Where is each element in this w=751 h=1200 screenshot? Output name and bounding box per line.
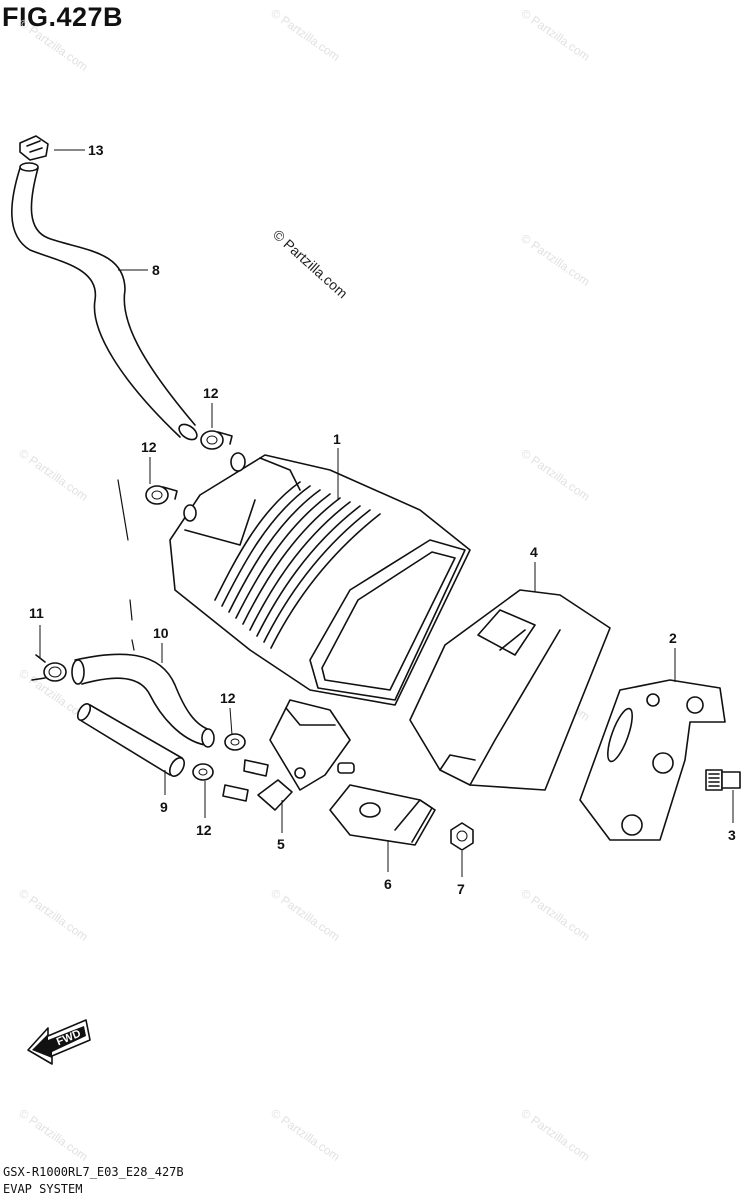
callout-6: 6 [384,876,392,892]
hose-10 [71,653,215,748]
callout-12-lower: 12 [196,822,212,838]
clip-12-lower [192,763,214,781]
callout-10: 10 [153,625,169,641]
callout-12-upper: 12 [203,385,219,401]
clip-12-upper [200,430,233,450]
nut-7 [450,822,474,851]
callout-13: 13 [88,142,104,158]
watermark: © Partzilla.com [518,231,592,289]
callout-4: 4 [530,544,538,560]
callout-7: 7 [457,881,465,897]
callout-12-mid: 12 [220,690,236,706]
clip-11 [31,654,67,682]
bracket-2 [579,679,726,841]
cover-4 [409,589,611,791]
callout-3: 3 [728,827,736,843]
watermark: © Partzilla.com [268,1106,342,1164]
system-name: EVAP SYSTEM [3,1182,83,1196]
purge-valve-5 [222,699,355,811]
hose-9 [76,703,186,777]
watermark: © Partzilla.com [16,446,90,504]
callout-11: 11 [29,605,44,621]
callout-8: 8 [152,262,160,278]
watermark: © Partzilla.com [518,6,592,64]
clip-12-mid [224,733,246,751]
watermark: © Partzilla.com [16,1106,90,1164]
callout-9: 9 [160,799,168,815]
callout-5: 5 [277,836,285,852]
diagram-code: GSX-R1000RL7_E03_E28_427B [3,1165,184,1179]
callout-12-left: 12 [141,439,157,455]
figure-title: FIG.427B [2,2,124,32]
clip-12-left [145,485,178,505]
footer: GSX-R1000RL7_E03_E28_427B EVAP SYSTEM [3,1164,184,1198]
watermark: © Partzilla.com [16,16,90,74]
watermark: © Partzilla.com [16,886,90,944]
leader-lines [39,149,734,877]
watermark-main: © Partzilla.com [270,226,351,301]
plate-6 [329,784,436,846]
watermark: © Partzilla.com [518,886,592,944]
clip-13 [19,135,49,161]
watermark: © Partzilla.com [518,446,592,504]
callout-2: 2 [669,630,677,646]
bolt-3 [705,769,741,791]
watermark: © Partzilla.com [268,886,342,944]
watermark: © Partzilla.com [518,1106,592,1164]
hose-8 [11,162,198,441]
evap-canister-1 [169,452,471,706]
callout-1: 1 [333,431,341,447]
fwd-arrow-icon: FWD [27,1019,91,1065]
callout-labels: 1 2 3 4 5 6 7 8 9 10 11 12 12 12 12 13 [29,142,736,897]
watermark: © Partzilla.com [268,6,342,64]
